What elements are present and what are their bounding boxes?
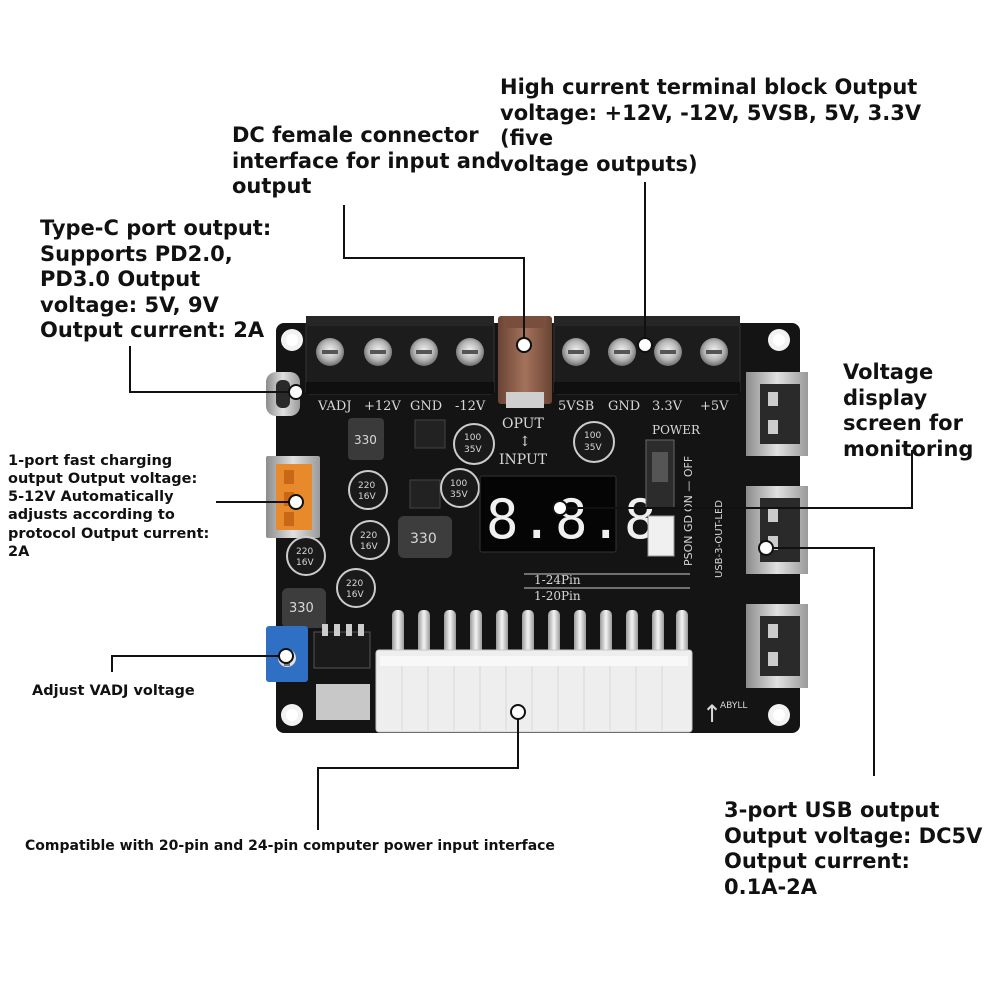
oput-label: OPUT [502,416,544,432]
svg-text:16V: 16V [296,558,314,568]
usb-port-3 [746,604,808,688]
power-label: POWER [652,423,701,437]
svg-text:16V: 16V [358,492,376,502]
svg-text:35V: 35V [584,443,602,453]
pin20-label: 1-20Pin [534,589,581,603]
svg-text:220: 220 [296,547,313,557]
pson-label: PSON GD [682,515,695,566]
terminal-label-gnd-right: GND [608,399,640,414]
usb-port-1 [746,372,808,456]
svg-text:16V: 16V [346,590,364,600]
usb-led-label: USB-3-OUT-LED [714,500,725,578]
inductor-top: 330 [348,418,384,460]
pin-count-labels: 1-24Pin 1-20Pin [524,573,690,603]
terminal-label-minus12v: -12V [455,399,486,414]
atx-pins [392,610,688,656]
terminal-label-vadj: VADJ [317,399,352,414]
arrow-up: ↑ [702,700,722,728]
svg-text:330: 330 [289,601,314,616]
terminal-block-right [553,316,741,395]
callout-voltage-display: Voltage display screen for monitoring [843,360,974,461]
svg-text:16V: 16V [360,542,378,552]
callout-terminal-block: High current terminal block Output volta… [500,75,922,176]
callout-type-c: Type-C port output: Supports PD2.0, PD3.… [40,216,272,343]
inductor-middle: 330 [398,516,452,558]
terminal-label-plus12v: +12V [364,399,401,414]
callout-fast-charge: 1-port fast charging output Output volta… [8,453,210,560]
callout-adjust-vadj: Adjust VADJ voltage [32,683,195,699]
callout-markers [278,337,774,720]
svg-text:330: 330 [354,433,377,447]
terminal-labels: VADJ +12V GND -12V 5VSB GND 3.3V +5V [317,399,729,414]
inductor-bottom: 330 [282,588,326,628]
ic-chip-1 [414,419,446,449]
power-switch [645,439,675,509]
brand-label: ABYLL [720,701,747,711]
pson-header [647,515,675,557]
terminal-label-plus5v: +5V [700,399,729,414]
terminal-label-gnd-left: GND [410,399,442,414]
pin24-label: 1-24Pin [534,573,581,587]
input-arrow: ↕ [519,434,531,450]
svg-text:35V: 35V [464,445,482,455]
terminal-label-5vsb: 5VSB [558,399,594,414]
svg-text:330: 330 [410,531,437,547]
callout-atx-compat: Compatible with 20-pin and 24-pin comput… [25,838,555,854]
svg-text:100: 100 [584,431,601,441]
switch-label: ON — OFF [682,456,695,512]
voltage-display-screen: 8.8.8 [479,475,659,553]
usb-port-2 [746,486,808,574]
regulator-ic [313,624,371,720]
mounting-holes [281,329,790,726]
svg-text:100: 100 [464,433,481,443]
type-c-port [266,372,300,416]
ic-chip-2 [409,479,441,509]
terminal-label-3v3: 3.3V [652,399,683,414]
svg-text:35V: 35V [450,490,468,500]
atx-connector-housing [375,649,693,733]
svg-text:220: 220 [360,531,377,541]
callout-leaders [111,182,913,830]
svg-text:220: 220 [358,481,375,491]
display-digits: 8.8.8 [486,488,659,551]
callout-usb-output: 3-port USB output Output voltage: DC5V O… [724,798,983,899]
svg-text:100: 100 [450,479,467,489]
terminal-block-left [305,316,495,395]
callout-dc-connector: DC female connector interface for input … [232,123,501,199]
input-label: INPUT [499,452,548,468]
svg-text:220: 220 [346,579,363,589]
